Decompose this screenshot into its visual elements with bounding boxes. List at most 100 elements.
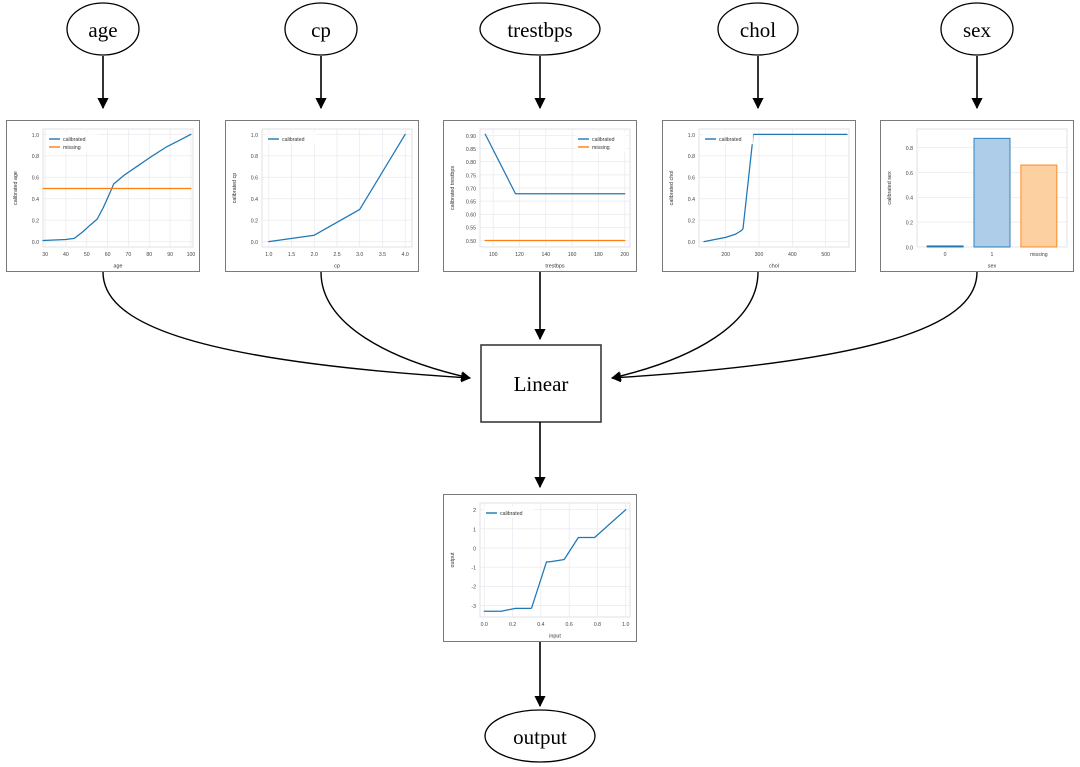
node-trestbps[interactable]: [479, 2, 601, 56]
node-label-sex: sex: [963, 18, 991, 42]
svg-text:calibrated: calibrated: [719, 137, 742, 143]
node-label-output: output: [513, 725, 567, 749]
svg-text:output: output: [450, 552, 456, 567]
svg-text:140: 140: [541, 252, 550, 258]
node-cp[interactable]: [284, 2, 358, 56]
svg-text:1.0: 1.0: [251, 133, 258, 139]
edge-chol-plot-to-linear: [611, 271, 759, 381]
node-age[interactable]: [66, 2, 140, 56]
svg-text:0.0: 0.0: [906, 245, 913, 251]
svg-text:0.75: 0.75: [466, 173, 476, 179]
svg-text:1: 1: [473, 527, 476, 533]
svg-text:sex: sex: [988, 264, 997, 270]
svg-text:0.85: 0.85: [466, 147, 476, 153]
svg-text:0.55: 0.55: [466, 226, 476, 232]
svg-text:160: 160: [568, 252, 577, 258]
svg-text:0.2: 0.2: [688, 219, 695, 225]
node-label-cp: cp: [311, 18, 331, 42]
svg-text:calibrated age: calibrated age: [13, 171, 19, 205]
svg-text:0.4: 0.4: [537, 622, 544, 628]
svg-text:-3: -3: [471, 604, 476, 610]
svg-text:0.2: 0.2: [32, 219, 39, 225]
svg-text:0.6: 0.6: [251, 176, 258, 182]
linear-box[interactable]: [480, 344, 602, 423]
svg-text:120: 120: [515, 252, 524, 258]
svg-text:0.8: 0.8: [688, 154, 695, 160]
svg-text:0.8: 0.8: [251, 154, 258, 160]
svg-text:0.0: 0.0: [481, 622, 488, 628]
svg-text:4.0: 4.0: [402, 252, 409, 258]
svg-text:400: 400: [788, 252, 797, 258]
svg-text:calibrated: calibrated: [500, 511, 523, 517]
svg-text:70: 70: [126, 252, 132, 258]
edge-sex-plot-to-linear: [611, 271, 978, 383]
svg-text:0.2: 0.2: [509, 622, 516, 628]
svg-text:calibrated chol: calibrated chol: [669, 171, 675, 206]
svg-text:0.8: 0.8: [594, 622, 601, 628]
svg-text:0.4: 0.4: [906, 196, 913, 202]
svg-text:300: 300: [755, 252, 764, 258]
svg-text:calibrated: calibrated: [592, 137, 615, 143]
svg-text:0.60: 0.60: [466, 213, 476, 219]
svg-text:0.70: 0.70: [466, 186, 476, 192]
svg-text:cp: cp: [334, 264, 340, 270]
node-label-age: age: [88, 18, 118, 42]
svg-text:1.0: 1.0: [688, 133, 695, 139]
svg-text:0.6: 0.6: [688, 176, 695, 182]
linear-box-label: Linear: [513, 372, 569, 396]
svg-text:3.5: 3.5: [379, 252, 386, 258]
svg-text:90: 90: [167, 252, 173, 258]
node-chol[interactable]: [717, 2, 799, 56]
node-label-chol: chol: [739, 18, 777, 42]
svg-text:0.6: 0.6: [566, 622, 573, 628]
svg-text:1.0: 1.0: [622, 622, 629, 628]
svg-text:-1: -1: [471, 566, 476, 572]
svg-text:0: 0: [473, 546, 476, 552]
svg-text:0.0: 0.0: [32, 240, 39, 246]
svg-text:2.5: 2.5: [333, 252, 340, 258]
node-output[interactable]: [484, 709, 596, 763]
node-label-trestbps: trestbps: [507, 18, 573, 42]
svg-text:100: 100: [187, 252, 196, 258]
svg-text:0.2: 0.2: [251, 219, 258, 225]
svg-text:0.0: 0.0: [688, 240, 695, 246]
svg-text:500: 500: [821, 252, 830, 258]
svg-text:0.4: 0.4: [32, 197, 39, 203]
svg-text:30: 30: [42, 252, 48, 258]
svg-text:0.2: 0.2: [906, 221, 913, 227]
svg-text:calibrated: calibrated: [63, 137, 86, 143]
svg-text:calibrated: calibrated: [282, 137, 305, 143]
svg-text:1: 1: [991, 252, 994, 258]
svg-text:trestbps: trestbps: [545, 264, 564, 270]
edge-cp-plot-to-linear: [320, 271, 471, 381]
svg-text:0.6: 0.6: [906, 171, 913, 177]
node-sex[interactable]: [940, 2, 1014, 56]
svg-text:input: input: [549, 634, 561, 640]
svg-text:age: age: [114, 264, 123, 270]
svg-text:missing: missing: [63, 145, 81, 151]
svg-text:chol: chol: [769, 264, 779, 270]
svg-text:200: 200: [620, 252, 629, 258]
svg-text:40: 40: [63, 252, 69, 258]
svg-text:3.0: 3.0: [356, 252, 363, 258]
svg-text:60: 60: [105, 252, 111, 258]
svg-text:0.8: 0.8: [906, 146, 913, 152]
svg-text:-2: -2: [471, 585, 476, 591]
svg-text:80: 80: [146, 252, 152, 258]
svg-text:0.50: 0.50: [466, 239, 476, 245]
svg-text:calibrated cp: calibrated cp: [232, 173, 238, 204]
svg-text:200: 200: [721, 252, 730, 258]
svg-text:0.8: 0.8: [32, 154, 39, 160]
